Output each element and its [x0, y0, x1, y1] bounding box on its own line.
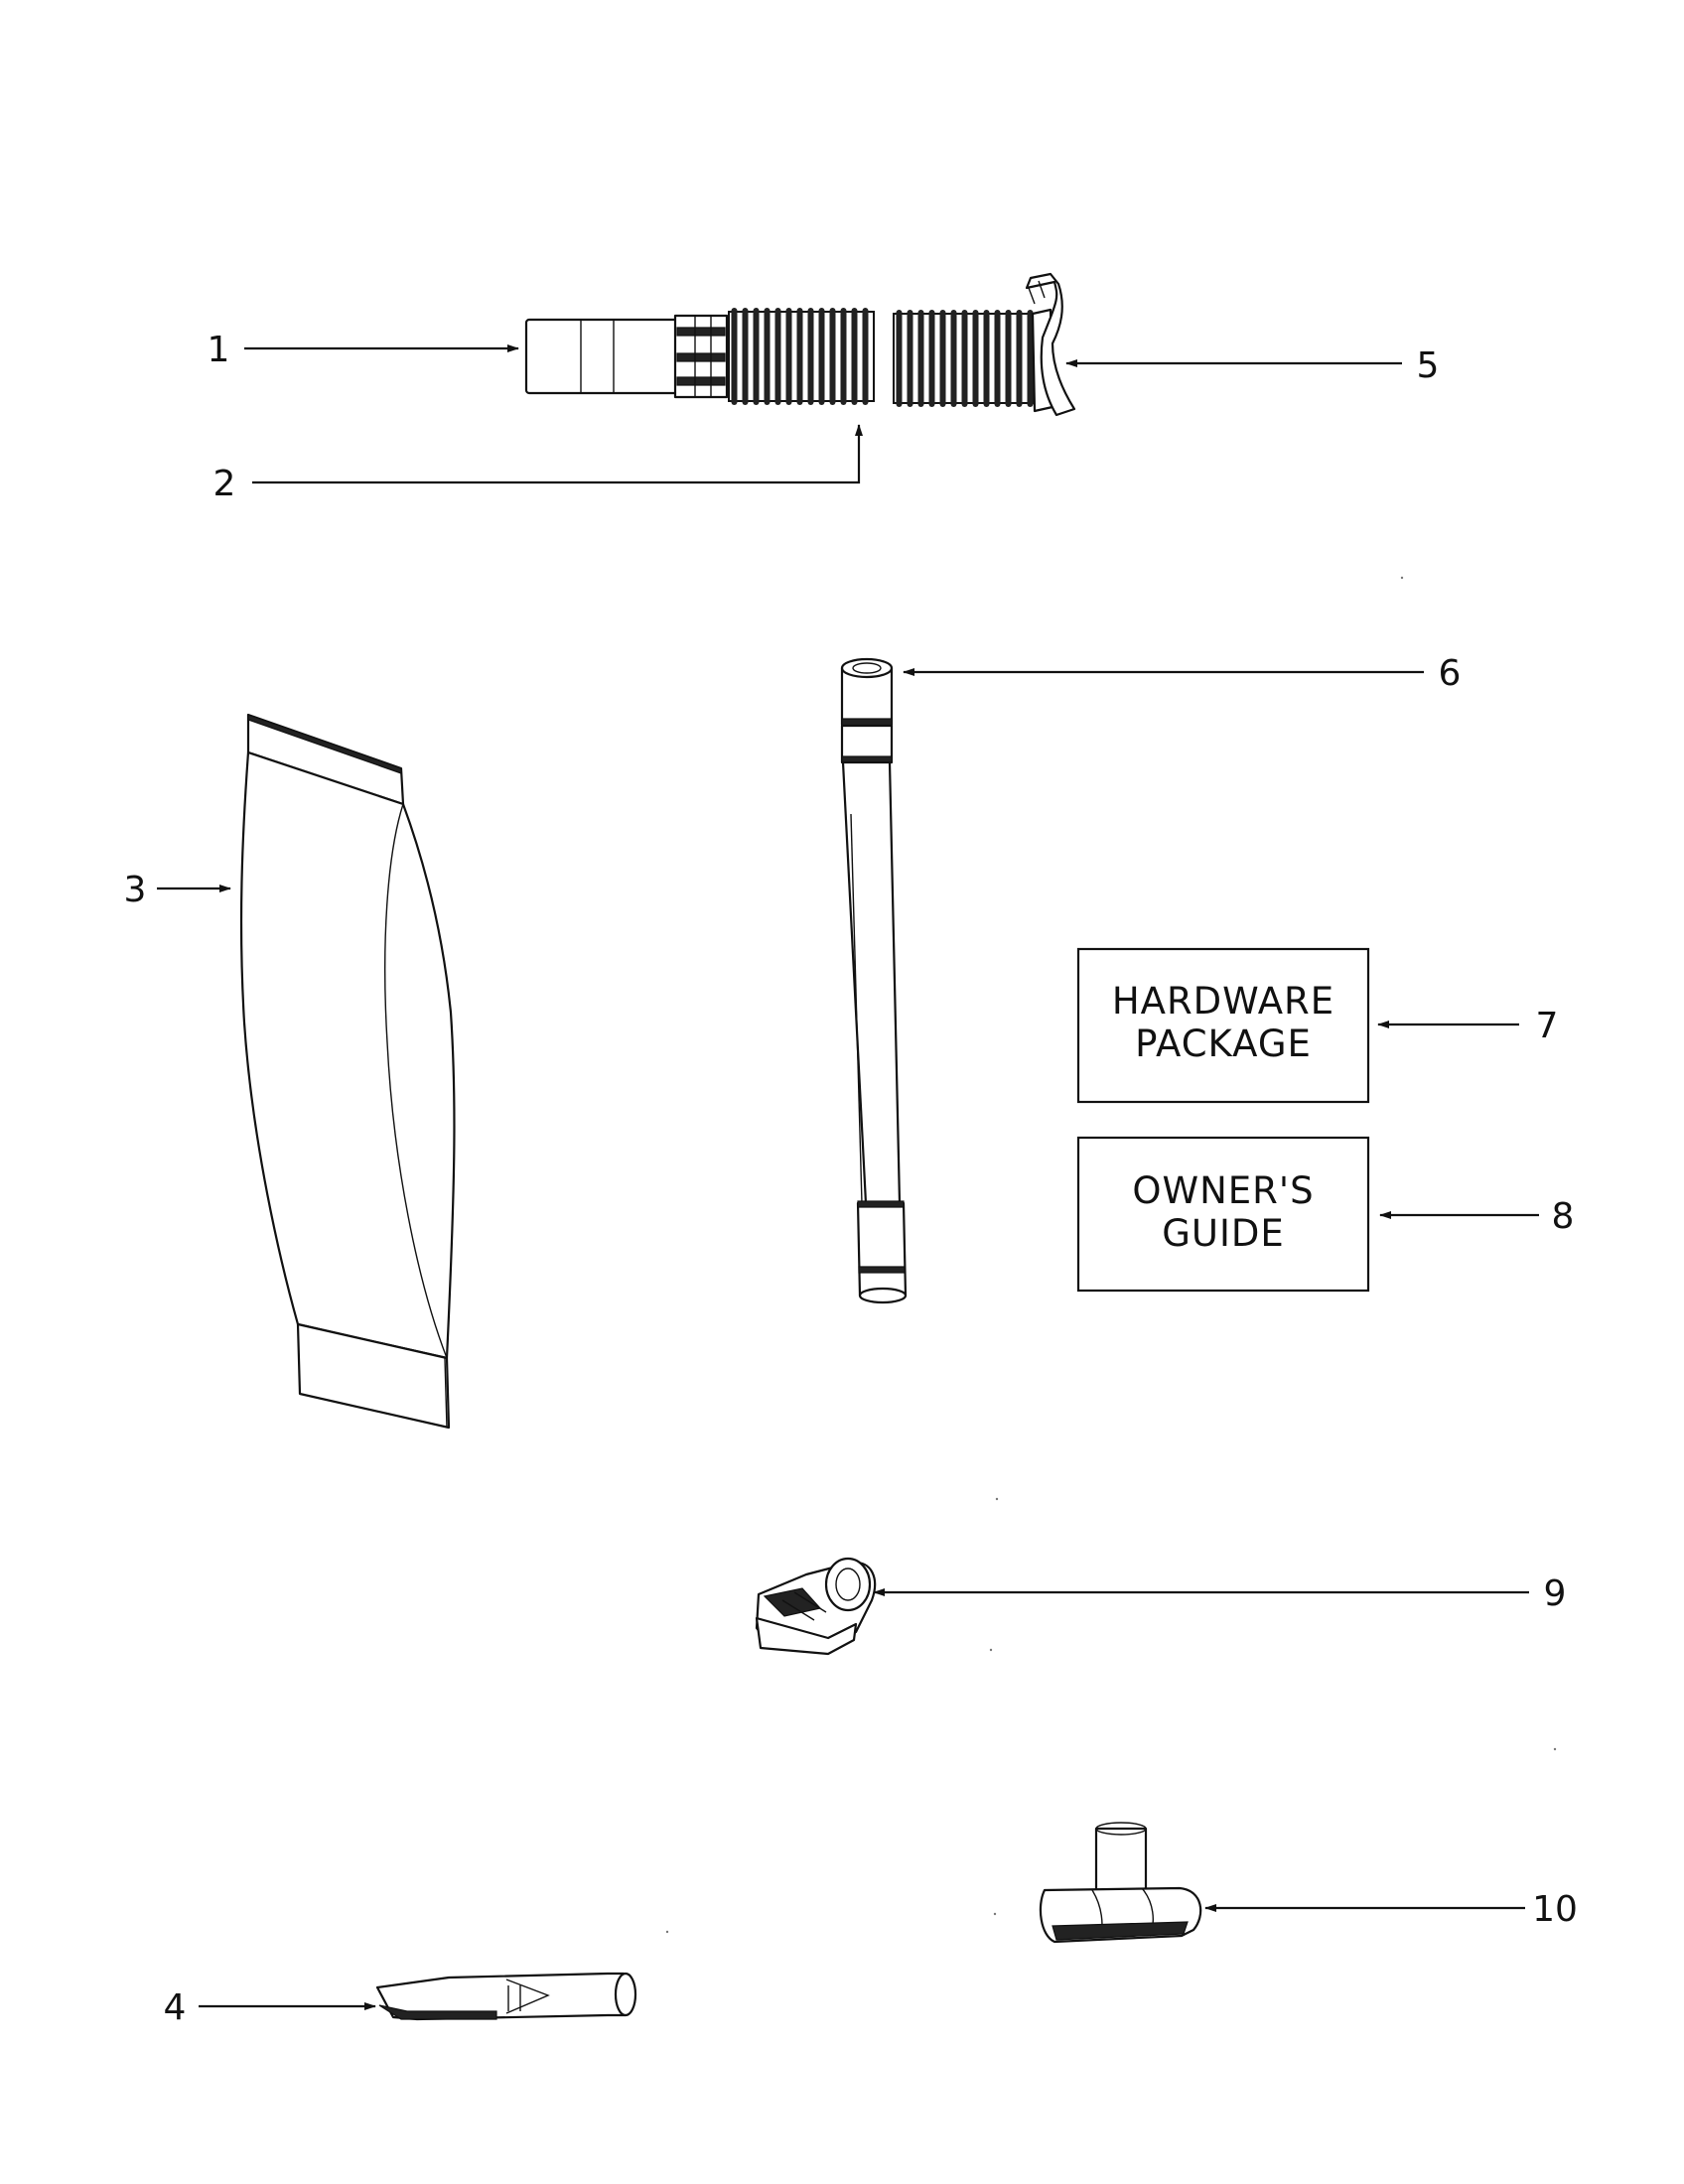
extension-wand	[840, 657, 908, 1304]
callout-1: 1	[208, 330, 230, 370]
hose-rib	[774, 308, 781, 405]
hose-rib	[829, 308, 836, 405]
hose-rib	[983, 310, 990, 407]
callout-8: 8	[1552, 1196, 1575, 1237]
hardware-package-box: HARDWARE PACKAGE	[1076, 947, 1370, 1104]
guide-line-1: OWNER'S	[1132, 1169, 1314, 1212]
hose-end-handle	[1025, 272, 1076, 417]
hose-rib	[807, 308, 814, 405]
hose-rib	[917, 310, 924, 407]
callout-numbers: 1 2 3 4 5 6 7 8 9 10	[124, 330, 1578, 2028]
hose-rib	[840, 308, 847, 405]
callout-2: 2	[213, 464, 236, 504]
hose-rib	[818, 308, 825, 405]
hardware-line-2: PACKAGE	[1135, 1023, 1312, 1065]
callout-3: 3	[124, 870, 147, 910]
hose-assembly	[524, 272, 1076, 417]
hose-rib	[862, 308, 869, 405]
bag-body	[239, 751, 456, 1360]
hose-rib	[742, 308, 749, 405]
callout-9: 9	[1544, 1573, 1567, 1614]
callout-4: 4	[164, 1987, 187, 2028]
guide-line-2: GUIDE	[1162, 1212, 1285, 1255]
hose-rib	[896, 310, 903, 407]
hose-rib	[764, 308, 771, 405]
callout-7: 7	[1536, 1006, 1559, 1046]
hose-rib	[753, 308, 760, 405]
hose-rib	[1027, 310, 1034, 407]
hose-rib	[785, 308, 792, 405]
bag-bottom-collar	[296, 1322, 451, 1430]
scan-specks	[665, 576, 1557, 1934]
hose-corrugated-left	[728, 308, 875, 405]
crevice-tool	[375, 1972, 637, 2021]
leader-lines	[157, 344, 1539, 2010]
hardware-line-1: HARDWARE	[1112, 980, 1334, 1023]
hose-rib	[994, 310, 1001, 407]
hose-rib	[939, 310, 946, 407]
hose-rib	[928, 310, 935, 407]
hose-rib	[972, 310, 979, 407]
leader-2	[252, 424, 863, 484]
hose-rib	[950, 310, 957, 407]
callout-5: 5	[1417, 345, 1440, 386]
hose-cuff	[524, 318, 679, 395]
hose-rib	[1016, 310, 1023, 407]
owners-guide-box: OWNER'S GUIDE	[1076, 1136, 1370, 1293]
hose-rib	[731, 308, 738, 405]
callout-6: 6	[1439, 653, 1462, 694]
hose-rib	[851, 308, 858, 405]
hose-rib	[796, 308, 803, 405]
hose-corrugated-right	[893, 310, 1034, 407]
hose-rib	[907, 310, 913, 407]
dusting-brush	[755, 1557, 877, 1656]
hose-rib	[961, 310, 968, 407]
callout-10: 10	[1532, 1889, 1578, 1930]
upholstery-tool	[1039, 1822, 1202, 1944]
hose-rib	[1005, 310, 1012, 407]
vacuum-bag	[239, 713, 456, 1430]
